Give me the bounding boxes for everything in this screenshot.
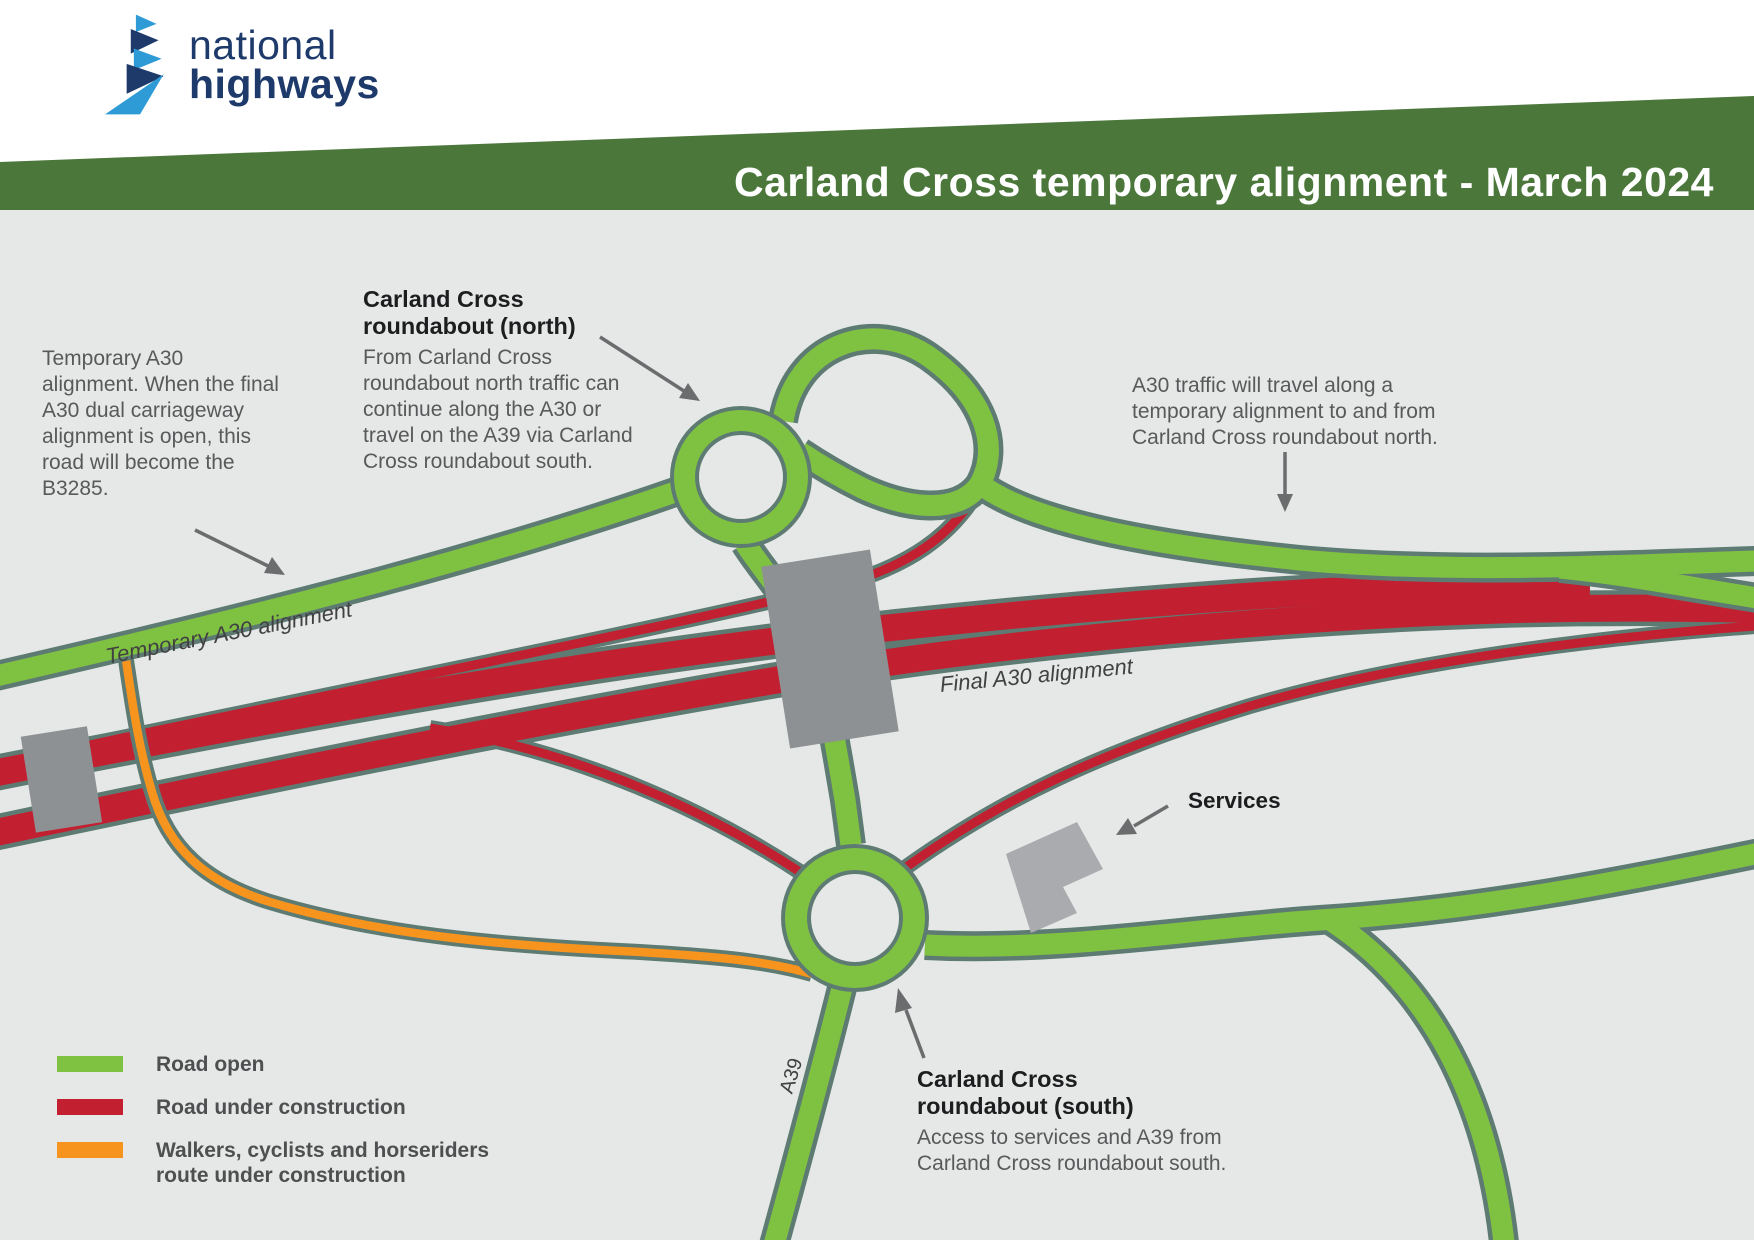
services-label: Services [1188,788,1281,813]
road-south-east-branch [1324,911,1515,1240]
banner [0,96,1754,210]
roads-open [0,323,1754,1240]
header-white-area [0,0,1754,162]
pointer-arrows [194,335,1293,1059]
annotation-heading: Carland Cross [917,1066,1078,1092]
arrow-temporary-a30-icon [194,528,285,575]
legend-label: Walkers, cyclists and horseriders route … [156,1139,490,1187]
annotation-heading: roundabout (north) [363,313,576,339]
logo-text: national highways [189,22,380,107]
road-construction-south-west-link [429,723,803,876]
national-highways-logo: national highways [103,14,380,118]
legend-swatch-walkers-route [57,1142,123,1158]
south-roundabout [781,844,929,992]
roads-under-construction [0,478,1754,879]
road-final-a30-westbound [0,571,1591,786]
logo-line1: national [189,22,337,68]
legend-item-walkers-route: Walkers, cyclists and horseriders route … [57,1138,501,1188]
arrow-south-roundabout-icon [895,988,926,1059]
walkers-route [118,658,815,982]
road-south-east [924,843,1754,957]
legend-swatch-road-open [57,1056,123,1072]
road-temporary-a30 [0,482,679,686]
road-temporary-a30-east [973,475,1754,579]
annotation-a30-traffic: A30 traffic will travel along a temporar… [1132,374,1438,449]
legend-label: Road open [156,1053,265,1076]
annotation-south-roundabout: Carland Cross roundabout (south) Access … [917,1066,1232,1177]
road-a39 [764,985,853,1240]
legend: Road open Road under construction Walker… [57,1052,501,1206]
arrow-a30-traffic-icon [1277,452,1293,512]
west-bridge [20,726,103,833]
annotation-body: From Carland Cross roundabout north traf… [363,346,633,473]
annotation-body: Access to services and A39 from Carland … [917,1126,1227,1175]
road-north-loop [772,328,999,516]
annotation-north-roundabout: Carland Cross roundabout (north) From Ca… [363,286,639,475]
legend-item-road-open: Road open [57,1052,501,1077]
road-casing [1321,907,1519,1240]
arrow-services-icon [1116,804,1169,835]
roundabout-island [811,874,899,962]
roundabout-island [699,435,783,519]
legend-label: Road under construction [156,1096,406,1119]
national-highways-logo-icon [105,14,164,115]
road-construction-south-east-link [902,621,1754,872]
road-walkers-route [121,659,814,979]
arrow-north-roundabout-icon [599,335,700,401]
legend-swatch-road-under-construction [57,1099,123,1115]
annotation-temporary-a30: Temporary A30 alignment. When the final … [42,347,279,500]
page-title: Carland Cross temporary alignment - Marc… [734,159,1714,205]
road-final-a30-eastbound [0,594,1754,846]
annotation-heading: Carland Cross [363,286,524,312]
services-building [1006,822,1103,933]
central-bridge [761,549,899,749]
logo-line2: highways [189,60,380,107]
annotation-heading: roundabout (south) [917,1093,1134,1119]
north-roundabout [670,406,812,548]
legend-item-road-under-construction: Road under construction [57,1095,501,1120]
